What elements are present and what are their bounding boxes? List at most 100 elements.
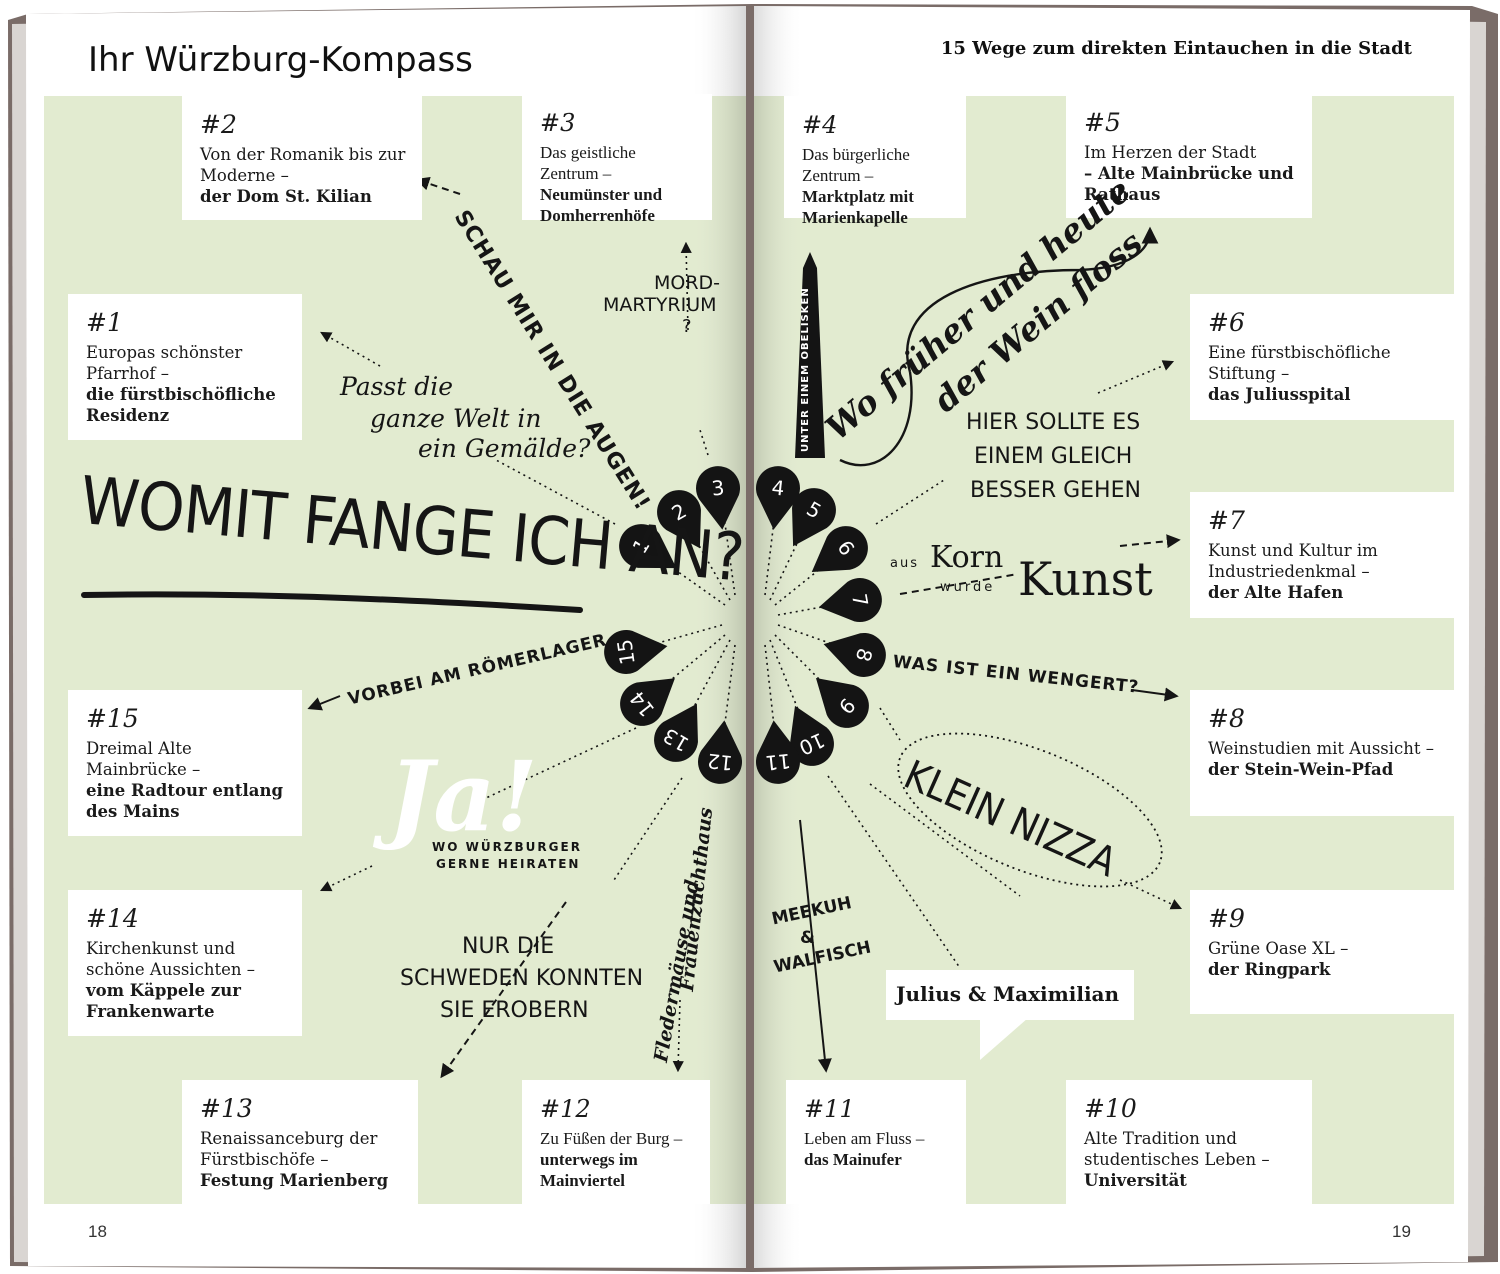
marker-number: 8	[851, 646, 877, 665]
box-number: #13	[200, 1094, 253, 1123]
box-5: #5 Im Herzen der Stadt – Alte Mainbrücke…	[1066, 94, 1312, 218]
marker-number: 12	[706, 749, 734, 776]
marker-number: 11	[764, 749, 792, 776]
marker-drop	[755, 466, 800, 530]
wurde-label: wurde	[940, 580, 996, 595]
page-title: Ihr Würzburg-Kompass	[88, 40, 473, 80]
box-4: #4 Das bürgerliche Zentrum – Marktplatz …	[784, 96, 966, 227]
mord-label-1: MORD-	[654, 272, 721, 294]
marker-drop	[696, 466, 741, 530]
marker-drop	[620, 678, 675, 726]
marker-number: 3	[710, 475, 725, 500]
box-number: #8	[1208, 704, 1245, 733]
marker-15: 15	[604, 630, 668, 674]
box-number: #2	[200, 110, 237, 139]
box-text-bold: – Alte Mainbrücke und Rathaus	[1084, 164, 1294, 204]
nizza-ellipse	[897, 732, 1163, 888]
hier-line-1: HIER SOLLTE ES	[966, 410, 1141, 435]
box-number: #15	[86, 704, 139, 733]
box-text-bold: der Alte Hafen	[1208, 583, 1344, 602]
box-text: Zu Füßen der Burg –	[540, 1129, 683, 1148]
marker-number: 4	[770, 475, 785, 500]
pointer-lines	[319, 241, 1183, 1073]
box-text: Dreimal Alte Mainbrücke –	[86, 739, 201, 779]
box-8: #8 Weinstudien mit Aussicht – der Stein-…	[1190, 690, 1454, 816]
kunst-label: Kunst	[1018, 552, 1153, 606]
hier-line-3: BESSER GEHEN	[970, 478, 1141, 503]
marker-3: 3	[696, 466, 741, 530]
passt-line-1: Passt die	[340, 372, 454, 401]
marker-6: 6	[811, 526, 868, 572]
box-number: #10	[1084, 1094, 1137, 1123]
marker-drop	[818, 578, 882, 622]
box-10: #10 Alte Tradition und studentisches Leb…	[1066, 1080, 1312, 1204]
box-text: Eine fürstbischöfliche Stiftung –	[1208, 343, 1391, 383]
passt-line-2: ganze Welt in	[370, 404, 542, 433]
box-text: Alte Tradition und studentisches Leben –	[1084, 1129, 1270, 1169]
page-subtitle: 15 Wege zum direkten Eintauchen in die S…	[940, 38, 1412, 59]
obelisk-label: UNTER EINEM OBELISKEN	[800, 287, 811, 452]
marker-drop	[698, 720, 743, 784]
marker-9: 9	[815, 678, 869, 728]
marker-11: 11	[755, 720, 800, 784]
box-1: #1 Europas schönster Pfarrhof – die fürs…	[68, 294, 302, 440]
marker-number: 7	[847, 592, 873, 609]
marker-drop	[811, 526, 868, 572]
marker-10: 10	[789, 705, 834, 766]
mord-label-3: ?	[682, 316, 692, 337]
box-text: Kirchenkunst und schöne Aussichten –	[86, 939, 256, 979]
box-number: #4	[802, 111, 838, 139]
meekuh-line-2: &	[800, 928, 815, 948]
schweden-line-2: SCHWEDEN KONNTEN	[400, 966, 644, 991]
box-text-bold: Universität	[1084, 1171, 1187, 1190]
box-15: #15 Dreimal Alte Mainbrücke – eine Radto…	[68, 690, 302, 836]
mord-label-2: MARTYRIUM	[603, 294, 717, 316]
marker-14: 14	[620, 678, 675, 726]
heirat-line-1: WO WÜRZBURGER	[432, 840, 582, 854]
box-text-bold: der Stein-Wein-Pfad	[1208, 760, 1394, 779]
speech-bubble-tail	[980, 1018, 1028, 1060]
box-text: Kunst und Kultur im Industriedenkmal –	[1208, 541, 1378, 581]
box-text-bold: Festung Marienberg	[200, 1171, 389, 1190]
box-text: Das geistliche Zentrum –	[540, 143, 636, 183]
box-text-bold: vom Käppele zur Frankenwarte	[86, 981, 241, 1021]
box-text: Das bürgerliche Zentrum –	[802, 145, 910, 185]
box-text-bold: das Juliusspital	[1208, 385, 1351, 404]
box-text: Weinstudien mit Aussicht –	[1208, 739, 1435, 758]
box-text-bold: eine Radtour entlang des Mains	[86, 781, 283, 821]
box-text-bold: der Ringpark	[1208, 960, 1331, 979]
marker-drop	[654, 703, 698, 762]
marker-drop	[815, 678, 869, 728]
speech-bubble	[886, 970, 1134, 1020]
marker-1: 1	[619, 524, 677, 569]
marker-drop	[619, 524, 677, 569]
box-text: Von der Romanik bis zur Moderne –	[200, 145, 406, 185]
marker-number: 15	[612, 638, 639, 667]
box-2: #2 Von der Romanik bis zur Moderne – der…	[182, 96, 422, 220]
box-text-bold: die fürstbischöfliche Residenz	[86, 385, 276, 425]
box-11: #11 Leben am Fluss – das Mainufer	[786, 1080, 966, 1204]
box-number: #5	[1084, 108, 1121, 137]
marker-drop	[755, 720, 800, 784]
page-number-right: 19	[1392, 1222, 1411, 1241]
box-text-bold: unterwegs im Mainviertel	[540, 1150, 638, 1190]
box-text-bold: Neumünster und Domherrenhöfe	[540, 185, 663, 225]
box-number: #6	[1208, 308, 1245, 337]
box-text: Leben am Fluss –	[804, 1129, 925, 1148]
box-9: #9 Grüne Oase XL – der Ringpark	[1190, 890, 1454, 1014]
marker-drop	[823, 632, 886, 677]
box-12: #12 Zu Füßen der Burg – unterwegs im Mai…	[522, 1080, 710, 1204]
box-13: #13 Renaissanceburg der Fürstbischöfe – …	[182, 1080, 418, 1204]
box-number: #7	[1208, 506, 1245, 535]
box-number: #1	[86, 308, 123, 337]
box-number: #9	[1208, 904, 1245, 933]
box-14: #14 Kirchenkunst und schöne Aussichten –…	[68, 890, 302, 1036]
schweden-line-3: SIE EROBERN	[440, 998, 589, 1023]
marker-drop	[792, 488, 836, 547]
box-text-bold: das Mainufer	[804, 1150, 902, 1169]
box-number: #3	[540, 109, 576, 137]
marker-8: 8	[823, 632, 886, 677]
wine-curve	[906, 226, 1159, 373]
box-text: Grüne Oase XL –	[1208, 939, 1349, 958]
